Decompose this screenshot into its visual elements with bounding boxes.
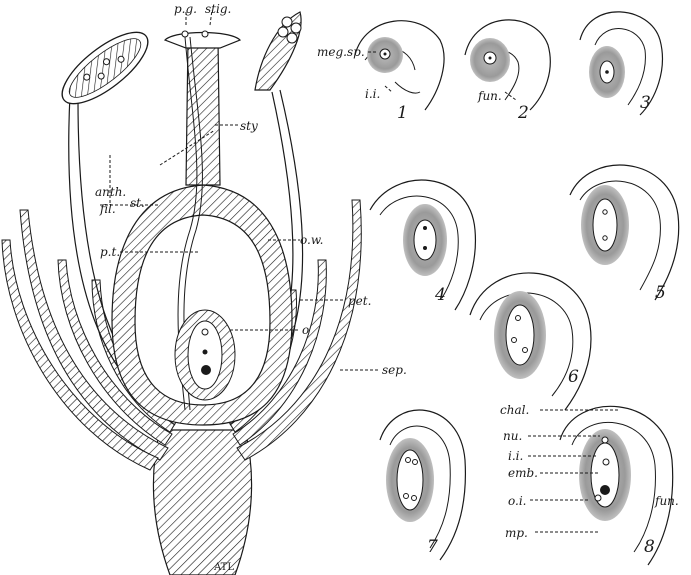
- flower-section: [2, 10, 380, 575]
- ovule-fig-5: [570, 165, 679, 300]
- figure-number-6: 6: [568, 367, 579, 387]
- label-embryo-sac: emb.: [508, 466, 538, 480]
- figure-number-5: 5: [655, 283, 666, 303]
- label-funiculus-fig2: fun.: [477, 89, 502, 103]
- label-stigma: stig.: [205, 2, 231, 16]
- figure-number-7: 7: [427, 537, 438, 557]
- artist-signature: ATL: [213, 562, 234, 573]
- label-chalaza: chal.: [500, 403, 529, 417]
- label-inner-integument-fig1: i.i.: [365, 87, 380, 101]
- style: [186, 40, 220, 185]
- receptacle: [153, 430, 251, 575]
- ovule-fig-4: [370, 180, 475, 310]
- label-sepal: sep.: [382, 363, 407, 377]
- pollen-grain-2: [202, 31, 208, 37]
- ovule-nucleus: [202, 329, 208, 335]
- label-outer-integument: o.i.: [508, 494, 526, 508]
- ovule-fig-6: [470, 273, 591, 410]
- label-ovule: o: [302, 323, 309, 337]
- pollen-grain: [182, 31, 188, 37]
- label-petal: pet.: [348, 294, 371, 308]
- label-megaspore: meg.sp.: [317, 45, 365, 59]
- figure-number-4: 4: [434, 285, 446, 305]
- ovule-egg: [201, 365, 211, 375]
- label-anther: anth.: [95, 185, 126, 199]
- figure-number-3: 3: [640, 93, 651, 113]
- label-ovary-wall: o.w.: [300, 233, 324, 247]
- label-funiculus-fig8: fun.: [654, 494, 679, 508]
- label-style: sty: [240, 119, 258, 133]
- anther-right: [255, 12, 301, 90]
- figure-number-1: 1: [397, 103, 408, 123]
- label-pollen-grain: p.g.: [174, 2, 197, 16]
- ovule-nucleus-2: [203, 350, 208, 355]
- label-nucellus: nu.: [503, 429, 522, 443]
- label-inner-integument-fig8: i.i.: [508, 449, 523, 463]
- label-pollen-tube: p.t.: [100, 245, 120, 259]
- anther-left: [52, 20, 159, 116]
- label-stamen: st.: [130, 196, 145, 210]
- figure-number-8: 8: [644, 537, 655, 557]
- figure-number-2: 2: [517, 103, 529, 123]
- ovule-fig-7: [380, 410, 465, 560]
- label-micropyle: mp.: [505, 526, 528, 540]
- label-filament: fil.: [99, 202, 116, 216]
